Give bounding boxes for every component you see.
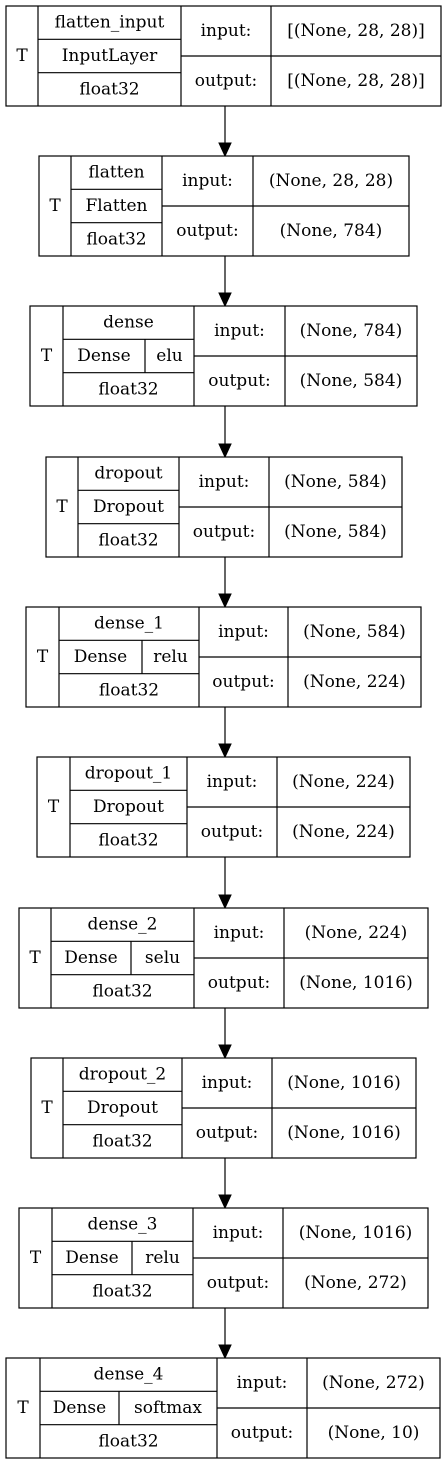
layer-dtype: float32	[98, 530, 158, 550]
edge-arrowhead	[218, 743, 232, 759]
output-label: output:	[208, 973, 270, 993]
layer-type: Dropout	[93, 797, 164, 817]
trainable-marker: T	[30, 1248, 42, 1268]
input-label: input:	[202, 1073, 253, 1093]
layer-name: dropout_1	[85, 764, 172, 784]
input-label: input:	[214, 321, 265, 341]
layer-name: flatten_input	[55, 13, 165, 33]
output-shape: (None, 1016)	[287, 1123, 400, 1143]
input-shape: (None, 1016)	[287, 1073, 400, 1093]
output-shape: (None, 584)	[284, 522, 387, 542]
output-shape: (None, 224)	[292, 822, 395, 842]
layer-activation: elu	[156, 346, 182, 366]
layer-type: Dense	[77, 346, 130, 366]
layer-type: Dense	[74, 647, 127, 667]
edge-arrowhead	[218, 443, 232, 459]
input-label: input:	[182, 171, 233, 191]
output-label: output:	[212, 672, 274, 692]
input-label: input:	[218, 622, 269, 642]
output-shape: (None, 10)	[328, 1423, 420, 1443]
output-label: output:	[176, 221, 238, 241]
output-shape: (None, 272)	[304, 1273, 407, 1293]
input-label: input:	[207, 772, 258, 792]
output-shape: (None, 784)	[280, 221, 383, 241]
trainable-marker: T	[41, 1098, 53, 1118]
layer-type: Dropout	[93, 497, 164, 517]
layer-dtype: float32	[92, 1131, 152, 1151]
layer-type: Dense	[65, 1248, 118, 1268]
input-shape: (None, 584)	[303, 622, 406, 642]
edge-arrowhead	[218, 894, 232, 910]
output-shape: (None, 584)	[300, 371, 403, 391]
layer-activation: relu	[153, 647, 188, 667]
output-label: output:	[207, 1273, 269, 1293]
input-label: input:	[237, 1373, 288, 1393]
edge-arrowhead	[218, 593, 232, 609]
trainable-marker: T	[49, 196, 61, 216]
layer-type: Dense	[64, 948, 117, 968]
layer-dtype: float32	[98, 379, 158, 399]
trainable-marker: T	[17, 1398, 29, 1418]
edge-arrowhead	[218, 1044, 232, 1060]
layer-type: Flatten	[85, 196, 147, 216]
edge-arrowhead	[218, 142, 232, 158]
trainable-marker: T	[48, 797, 60, 817]
layer-name: flatten	[88, 163, 144, 183]
layer-dtype: float32	[92, 1281, 152, 1301]
trainable-marker: T	[41, 346, 53, 366]
trainable-marker: T	[56, 497, 68, 517]
trainable-marker: T	[29, 948, 41, 968]
layer-name: dropout_2	[79, 1065, 166, 1085]
edge-arrowhead	[218, 1344, 232, 1360]
layer-name: dense_1	[94, 614, 164, 634]
edge-arrowhead	[218, 1194, 232, 1210]
input-shape: (None, 784)	[300, 321, 403, 341]
output-label: output:	[193, 522, 255, 542]
input-shape: (None, 584)	[284, 472, 387, 492]
layer-name: dense	[103, 313, 154, 333]
layer-dtype: float32	[98, 830, 158, 850]
output-label: output:	[231, 1423, 293, 1443]
layer-activation: relu	[145, 1248, 180, 1268]
output-shape: (None, 1016)	[299, 973, 412, 993]
input-shape: (None, 224)	[292, 772, 395, 792]
output-shape: [(None, 28, 28)]	[287, 71, 425, 91]
output-label: output:	[196, 1123, 258, 1143]
input-shape: (None, 1016)	[299, 1223, 412, 1243]
layer-dtype: float32	[79, 79, 139, 99]
edge-arrowhead	[218, 292, 232, 308]
layer-name: dense_4	[94, 1365, 164, 1385]
output-label: output:	[195, 71, 257, 91]
layer-activation: softmax	[134, 1398, 202, 1418]
layer-type: Dense	[53, 1398, 106, 1418]
layer-dtype: float32	[92, 981, 152, 1001]
trainable-marker: T	[37, 647, 49, 667]
layer-type: InputLayer	[62, 46, 158, 66]
input-shape: (None, 28, 28)	[269, 171, 393, 191]
input-shape: (None, 272)	[322, 1373, 425, 1393]
layer-name: dense_3	[88, 1215, 158, 1235]
input-shape: (None, 224)	[305, 923, 408, 943]
layer-dtype: float32	[86, 229, 146, 249]
layer-dtype: float32	[99, 680, 159, 700]
input-shape: [(None, 28, 28)]	[287, 21, 425, 41]
layer-name: dropout	[94, 464, 162, 484]
layer-type: Dropout	[87, 1098, 158, 1118]
output-label: output:	[208, 371, 270, 391]
layer-dtype: float32	[98, 1431, 158, 1451]
input-label: input:	[214, 923, 265, 943]
layer-name: dense_2	[88, 915, 158, 935]
input-label: input:	[213, 1223, 264, 1243]
input-label: input:	[199, 472, 250, 492]
input-label: input:	[201, 21, 252, 41]
layer-activation: selu	[145, 948, 180, 968]
output-shape: (None, 224)	[303, 672, 406, 692]
output-label: output:	[201, 822, 263, 842]
trainable-marker: T	[16, 46, 28, 66]
